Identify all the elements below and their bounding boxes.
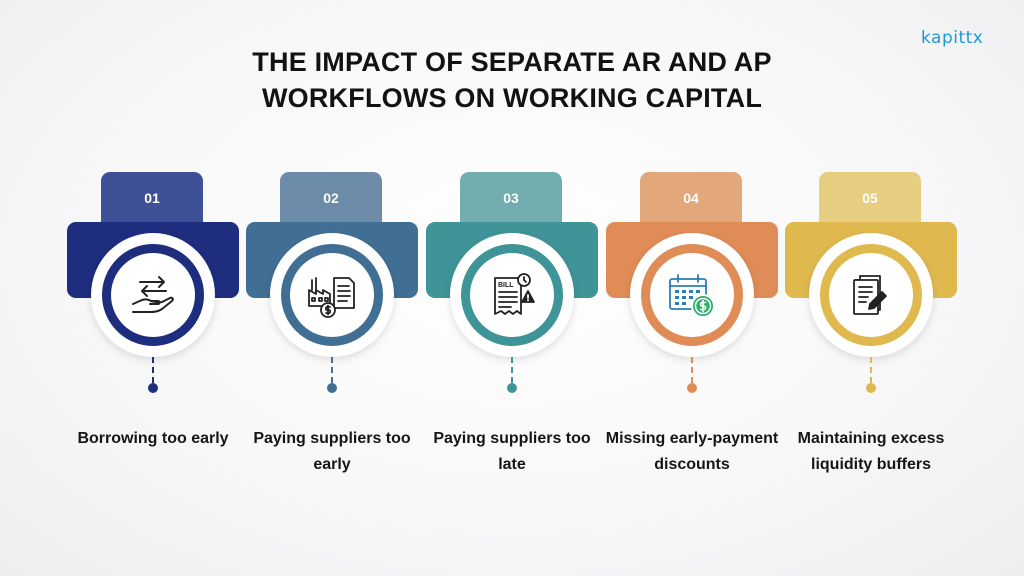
hand-exchange-icon xyxy=(132,276,174,313)
step-label: Borrowing too early xyxy=(77,430,229,447)
icon-ring: BILL xyxy=(461,244,563,346)
factory-invoice-dollar-icon xyxy=(308,277,355,318)
title-line-1: THE IMPACT OF SEPARATE AR AND AP xyxy=(252,47,772,77)
step-05: 05 Maintaining excess liquidity buffers xyxy=(785,172,957,512)
step-01: 01 Borrowing too early xyxy=(67,172,239,512)
icon-disc: BILL xyxy=(450,233,574,357)
connector-line xyxy=(870,357,872,383)
step-label: Maintaining excess liquidity buffers xyxy=(797,430,945,473)
connector-dot xyxy=(866,383,876,393)
kapittx-logo: kapittx xyxy=(921,28,984,48)
icon-ring xyxy=(102,244,204,346)
page-title: THE IMPACT OF SEPARATE AR AND AP WORKFLO… xyxy=(0,44,1024,116)
icon-ring xyxy=(641,244,743,346)
icon-ring xyxy=(820,244,922,346)
connector-line xyxy=(152,357,154,383)
icon-disc xyxy=(630,233,754,357)
bill-clock-warning-icon: BILL xyxy=(494,273,535,315)
connector-dot xyxy=(327,383,337,393)
step-label: Missing early-payment discounts xyxy=(605,430,779,473)
connector-line xyxy=(691,357,693,383)
icon-disc xyxy=(809,233,933,357)
svg-text:BILL: BILL xyxy=(498,282,514,289)
connector-dot xyxy=(687,383,697,393)
step-04: 04 Missing early-payment discounts xyxy=(606,172,778,512)
step-label: Paying suppliers too late xyxy=(433,430,591,473)
step-02: 02 Paying suppliers too early xyxy=(246,172,418,512)
connector-line xyxy=(511,357,513,383)
connector-dot xyxy=(148,383,158,393)
icon-disc xyxy=(91,233,215,357)
connector-line xyxy=(331,357,333,383)
title-line-2: WORKFLOWS ON WORKING CAPITAL xyxy=(261,83,763,113)
connector-dot xyxy=(507,383,517,393)
calendar-dollar-icon xyxy=(669,274,715,318)
icon-disc xyxy=(270,233,394,357)
step-03: 03 BILL Paying suppliers too late xyxy=(426,172,598,512)
step-label: Paying suppliers too early xyxy=(253,430,411,473)
icon-ring xyxy=(281,244,383,346)
document-pen-icon xyxy=(853,275,887,315)
